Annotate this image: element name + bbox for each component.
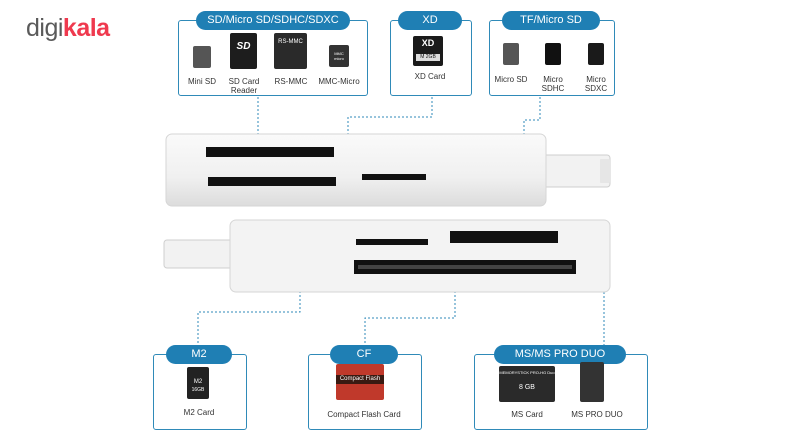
m2-card-icon: M2 16GB: [187, 367, 209, 399]
caption-ms-card: MS Card: [511, 410, 543, 419]
cf-group-title: CF: [330, 345, 398, 364]
ms-card-icon: MEMORYSTICK PRO-HG Duo 8 GB: [499, 366, 555, 402]
caption-sd-card-reader: SD Card Reader: [228, 77, 260, 95]
sd-card-icon: SD: [230, 33, 257, 69]
xd-card-icon: XD M 2GB: [413, 36, 443, 66]
xd-logo: XD: [421, 38, 435, 48]
rs-mmc-card-icon: RS-MMC: [274, 33, 307, 69]
compact-flash-card-label: Compact Flash: [336, 375, 384, 384]
caption-xd-card: XD Card: [414, 72, 446, 81]
caption-m2-card: M2 Card: [183, 408, 215, 417]
caption-mmc-micro: MMC-Micro: [318, 77, 360, 86]
m2-card-size: 16GB: [191, 387, 205, 393]
mmc-micro-card-text: MMC micro: [334, 51, 344, 61]
card-reader-bottom: [163, 219, 611, 293]
card-reader-top: [165, 133, 611, 207]
caption-compact-flash-card: Compact Flash Card: [327, 410, 401, 419]
logo-part-1: digi: [26, 14, 63, 42]
caption-rs-mmc: RS-MMC: [274, 77, 308, 86]
caption-ms-pro-duo: MS PRO DUO: [571, 410, 623, 419]
caption-micro-sdxc: Micro SDXC: [584, 75, 608, 93]
compact-flash-card-icon: Compact Flash: [336, 364, 384, 400]
caption-micro-sd: Micro SD: [494, 75, 528, 84]
caption-micro-sdhc: Micro SDHC: [541, 75, 565, 93]
micro-sdxc-card-icon: [588, 43, 604, 65]
caption-mini-sd: Mini SD: [187, 77, 216, 86]
mini-sd-card-icon: [193, 46, 211, 68]
sd-logo: SD: [236, 41, 251, 52]
rs-mmc-card-text: RS-MMC: [278, 39, 303, 45]
logo-part-2: kala: [62, 14, 110, 42]
ms-card-size: 8 GB: [519, 384, 535, 391]
ms-pro-duo-card-icon: [580, 362, 604, 402]
xd-group-title: XD: [398, 11, 462, 30]
ms-group-title: MS/MS PRO DUO: [494, 345, 626, 364]
digikala-logo: digikala: [26, 14, 110, 43]
ms-card-label: MEMORYSTICK PRO-HG Duo: [499, 370, 555, 375]
micro-sdhc-card-icon: [545, 43, 561, 65]
m2-group-title: M2: [166, 345, 232, 364]
line-xd: [347, 93, 433, 177]
line-cf: [364, 283, 456, 346]
m2-card-label: M2: [193, 379, 203, 385]
micro-sd-card-icon: [503, 43, 519, 65]
xd-size: M 2GB: [416, 54, 440, 61]
mmc-micro-card-icon: MMC micro: [329, 45, 349, 67]
tf-group-title: TF/Micro SD: [502, 11, 600, 30]
sd-group-title: SD/Micro SD/SDHC/SDXC: [196, 11, 350, 30]
line-tf: [523, 93, 541, 176]
